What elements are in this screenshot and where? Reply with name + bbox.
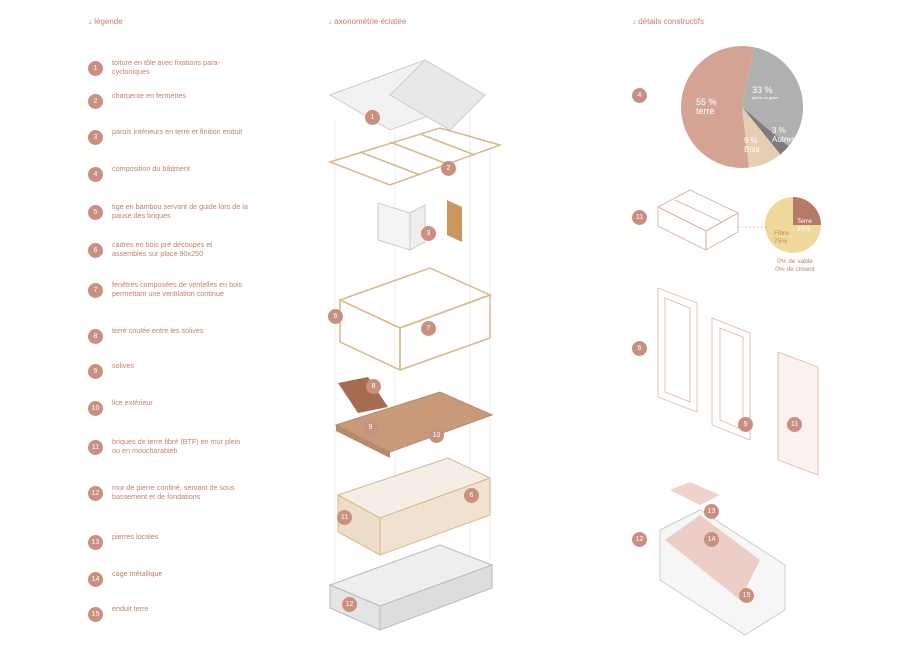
legend-header: ↓ légende xyxy=(88,17,123,26)
legend-item: 12 mur de pierre confiné, servant de sous… xyxy=(88,483,248,501)
legend-text: pierres locales xyxy=(112,532,159,541)
callout-badge: 12 xyxy=(632,532,647,547)
callout-badge: 6 xyxy=(464,488,479,503)
pie-brick xyxy=(765,197,821,253)
callout-badge: 3 xyxy=(421,226,436,241)
callout-badge: 4 xyxy=(632,88,647,103)
legend-number: 13 xyxy=(88,535,103,550)
legend-number: 7 xyxy=(88,283,103,298)
callout-badge: 13 xyxy=(704,504,719,519)
legend-number: 1 xyxy=(88,61,103,76)
callout-badge: 14 xyxy=(704,532,719,547)
callout-badge: 11 xyxy=(632,210,647,225)
legend-text: briques de terre fibré (BTF) en mur plei… xyxy=(112,437,241,455)
legend-number: 10 xyxy=(88,401,103,416)
legend-text: cadres en bois pré découpés et assemblés… xyxy=(112,240,213,258)
legend-item: 13 pierres locales xyxy=(88,532,248,550)
legend-item: 8 terre coulée entre les solives xyxy=(88,326,248,344)
legend-text: composition du bâtiment xyxy=(112,164,190,173)
legend-item: 4 composition du bâtiment xyxy=(88,164,248,182)
slice-terre xyxy=(681,45,755,169)
legend-number: 15 xyxy=(88,607,103,622)
stone-foundation xyxy=(328,544,494,631)
legend-item: 2 charpente en fermettes xyxy=(88,91,248,109)
brick-detail xyxy=(657,189,739,251)
frame xyxy=(338,267,492,372)
legend-number: 2 xyxy=(88,94,103,109)
callout-badge: 8 xyxy=(366,379,381,394)
legend-text: enduit terre xyxy=(112,604,149,613)
callout-badge: 7 xyxy=(421,321,436,336)
legend-text: fenêtres composées de ventelles en bois … xyxy=(112,280,243,298)
legend-number: 9 xyxy=(88,364,103,379)
legend-number: 11 xyxy=(88,440,103,455)
pierre-label: 33 %pierre ou grave xyxy=(752,85,779,101)
details-header: ↓ détails constructifs xyxy=(632,17,705,26)
legend-text: tige en bambou servant de guide lors de … xyxy=(112,202,248,220)
legend-item: 11 briques de terre fibré (BTF) en mur pl… xyxy=(88,437,248,455)
callout-badge: 6 xyxy=(632,341,647,356)
slice-terre xyxy=(793,197,821,225)
legend-item: 6 cadres en bois pré découpés et assemblé… xyxy=(88,240,248,258)
autres-label: 3 %Autres xyxy=(772,126,796,144)
stone-wall-detail xyxy=(659,482,786,636)
callout-badge: 15 xyxy=(739,588,754,603)
slice-fibre xyxy=(765,197,821,253)
terre-label: 55 %terre xyxy=(696,97,717,116)
bois-label: 9 %Bois xyxy=(744,136,760,154)
interior-walls xyxy=(377,200,462,251)
legend-text: mur de pierre confiné, servant de sous b… xyxy=(112,483,235,501)
roof xyxy=(328,59,487,131)
legend-number: 5 xyxy=(88,205,103,220)
legend-item: 7 fenêtres composées de ventelles en bois… xyxy=(88,280,248,298)
legend-number: 12 xyxy=(88,486,103,501)
legend-number: 14 xyxy=(88,572,103,587)
frame-details xyxy=(657,287,819,476)
slice-autres xyxy=(742,107,789,155)
slice-pierre xyxy=(742,47,803,147)
legend-item: 14 cage métallique xyxy=(88,569,248,587)
legend-text: charpente en fermettes xyxy=(112,91,186,100)
brick-walls xyxy=(336,457,492,556)
legend-text: solives xyxy=(112,361,134,370)
legend-text: terre coulée entre les solives xyxy=(112,326,204,335)
callout-badge: 9 xyxy=(363,420,378,435)
legend-item: 1 toiture en tôle avec fixations para-cyc… xyxy=(88,58,248,76)
callout-badge: 2 xyxy=(441,161,456,176)
legend-number: 4 xyxy=(88,167,103,182)
callout-badge: 10 xyxy=(429,428,444,443)
legend-text: toiture en tôle avec fixations para-cycl… xyxy=(112,58,220,76)
legend-text: parois intérieurs en terre et finition e… xyxy=(112,127,243,136)
callout-badge: 6 xyxy=(328,309,343,324)
axo-header: ↓ axonométrie éclatée xyxy=(328,17,407,26)
slice-bois xyxy=(742,107,781,168)
callout-badge: 1 xyxy=(365,110,380,125)
legend-text: cage métallique xyxy=(112,569,163,578)
legend-item: 3 parois intérieurs en terre et finition … xyxy=(88,127,248,145)
pie-composition xyxy=(681,45,803,169)
legend-item: 15 enduit terre xyxy=(88,604,248,622)
callout-badge: 11 xyxy=(337,510,352,525)
legend-number: 3 xyxy=(88,130,103,145)
legend-item: 9 solives xyxy=(88,361,248,379)
callout-badge: 5 xyxy=(738,417,753,432)
callout-badge: 11 xyxy=(787,417,802,432)
floor xyxy=(334,377,494,458)
legend-item: 5 tige en bambou servant de guide lors de… xyxy=(88,202,248,220)
legend-number: 8 xyxy=(88,329,103,344)
truss xyxy=(327,127,503,186)
legend-text: lice extérieur xyxy=(112,398,153,407)
legend-item: 10 lice extérieur xyxy=(88,398,248,416)
legend-number: 6 xyxy=(88,243,103,258)
callout-badge: 12 xyxy=(342,597,357,612)
